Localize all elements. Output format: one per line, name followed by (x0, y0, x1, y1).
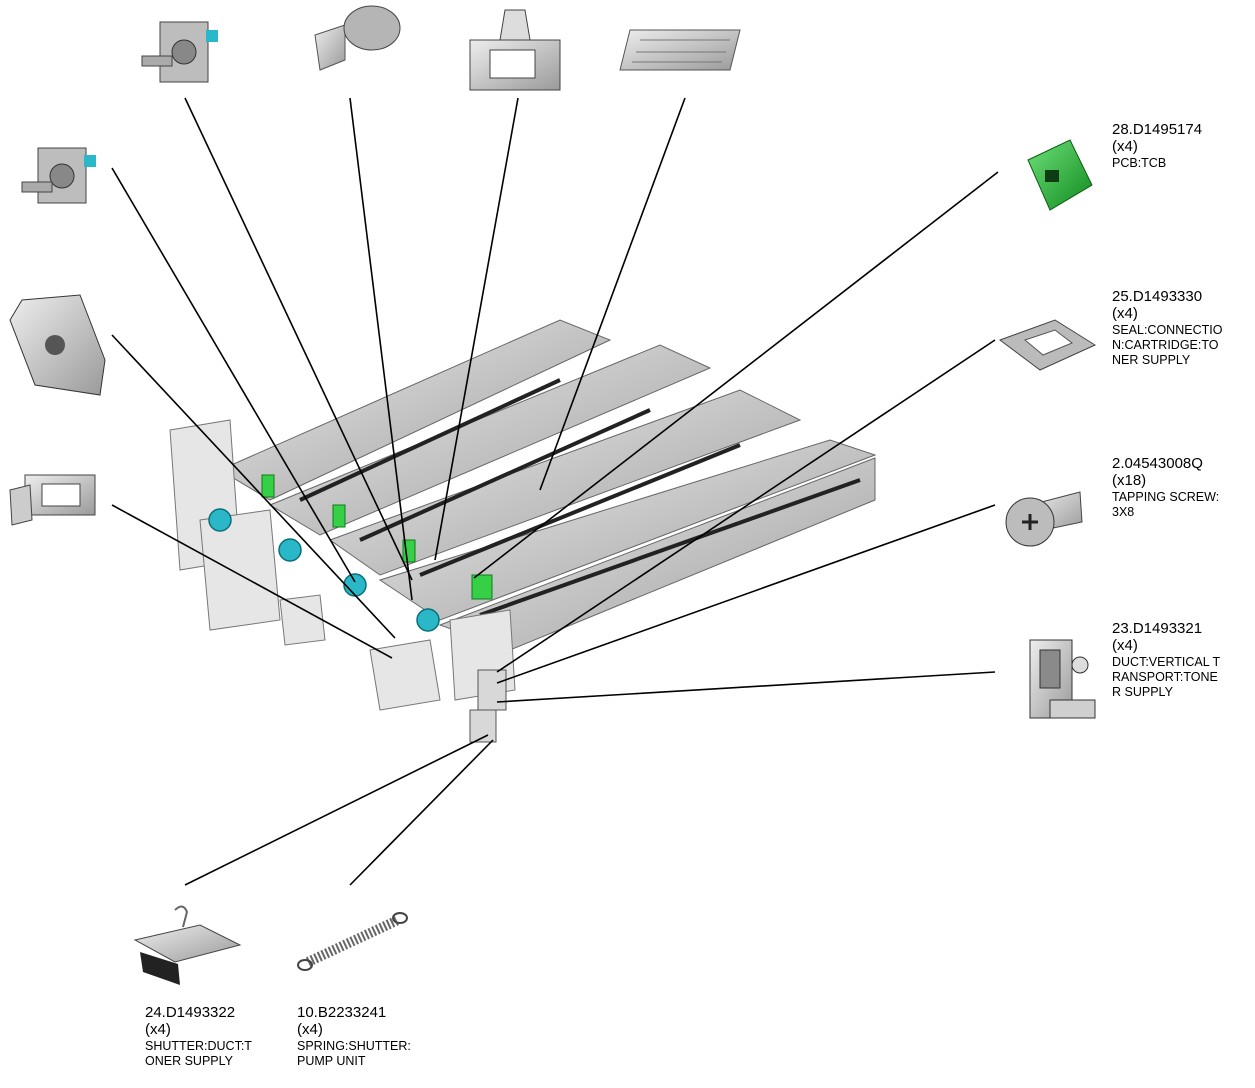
part-number: 24.D1493322 (145, 1004, 236, 1021)
leader-clip-frame (434, 97, 519, 561)
gear-markers (208, 508, 440, 632)
part-number: 10.B2233241 (297, 1004, 387, 1021)
leader-seal (496, 339, 996, 673)
callout-shutter: 24.D1493322 (x4) SHUTTER:DUCT:T ONER SUP… (145, 1004, 252, 1069)
callout-duct: 23.D1493321 (x4) DUCT:VERTICAL T RANSPOR… (1112, 620, 1220, 700)
callout-seal: 25.D1493330 (x4) SEAL:CONNECTIO N:CARTRI… (1112, 288, 1222, 368)
shaft-cap-part (314, 5, 401, 71)
toner-supply-assembly (169, 319, 877, 743)
part-description: SHUTTER:DUCT:T ONER SUPPLY (145, 1038, 252, 1068)
part-number: 28.D1495174 (1112, 121, 1203, 138)
spring-part (297, 912, 408, 971)
part-quantity: (x4) (1112, 138, 1138, 156)
leader-mount-plate (111, 334, 396, 639)
shutter-part (133, 905, 242, 985)
part-description: DUCT:VERTICAL T RANSPORT:TONE R SUPPLY (1112, 654, 1221, 699)
tapping-screw-part (1005, 491, 1083, 547)
lever-clip-part (9, 474, 96, 526)
part-quantity: (x4) (1112, 305, 1138, 323)
duct-part (1029, 639, 1096, 719)
callout-spring: 10.B2233241 (x4) SPRING:SHUTTER: PUMP UN… (297, 1004, 411, 1069)
bearing-bracket-part-top (141, 21, 218, 83)
leader-plate-rail (539, 97, 686, 491)
part-description: SPRING:SHUTTER: PUMP UNIT (297, 1038, 411, 1068)
part-description: TAPPING SCREW: 3X8 (1112, 489, 1220, 519)
leader-bearing-top (184, 97, 413, 581)
clip-frame-part (469, 9, 561, 91)
leader-lever-clip (111, 504, 393, 659)
leader-lines (111, 97, 999, 886)
leader-spring (349, 739, 494, 886)
part-quantity: (x4) (297, 1021, 323, 1039)
part-number: 23.D1493321 (1112, 620, 1203, 637)
assembly-rails (218, 319, 877, 651)
pcb-tcb-part (1027, 139, 1093, 211)
leader-duct (496, 671, 996, 703)
leader-shutter (184, 734, 489, 886)
mount-plate-part (9, 294, 106, 396)
leader-pcb (473, 171, 999, 579)
part-quantity: (x4) (1112, 637, 1138, 655)
callout-pcb: 28.D1495174 (x4) PCB:TCB (1112, 121, 1202, 171)
part-description: PCB:TCB (1112, 155, 1167, 170)
part-quantity: (x18) (1112, 472, 1147, 490)
bearing-bracket-part-left (21, 147, 96, 204)
leader-bearing-left (111, 167, 356, 583)
seal-part (998, 319, 1097, 371)
callout-screw: 2.04543008Q (x18) TAPPING SCREW: 3X8 (1112, 455, 1219, 520)
part-description: SEAL:CONNECTIO N:CARTRIDGE:TO NER SUPPLY (1112, 322, 1223, 367)
leader-screw (496, 504, 996, 684)
part-number: 25.D1493330 (1112, 288, 1203, 305)
plate-rail-part (619, 29, 741, 71)
part-number: 2.04543008Q (1112, 455, 1203, 472)
leader-shaft (349, 97, 413, 601)
part-quantity: (x4) (145, 1021, 171, 1039)
